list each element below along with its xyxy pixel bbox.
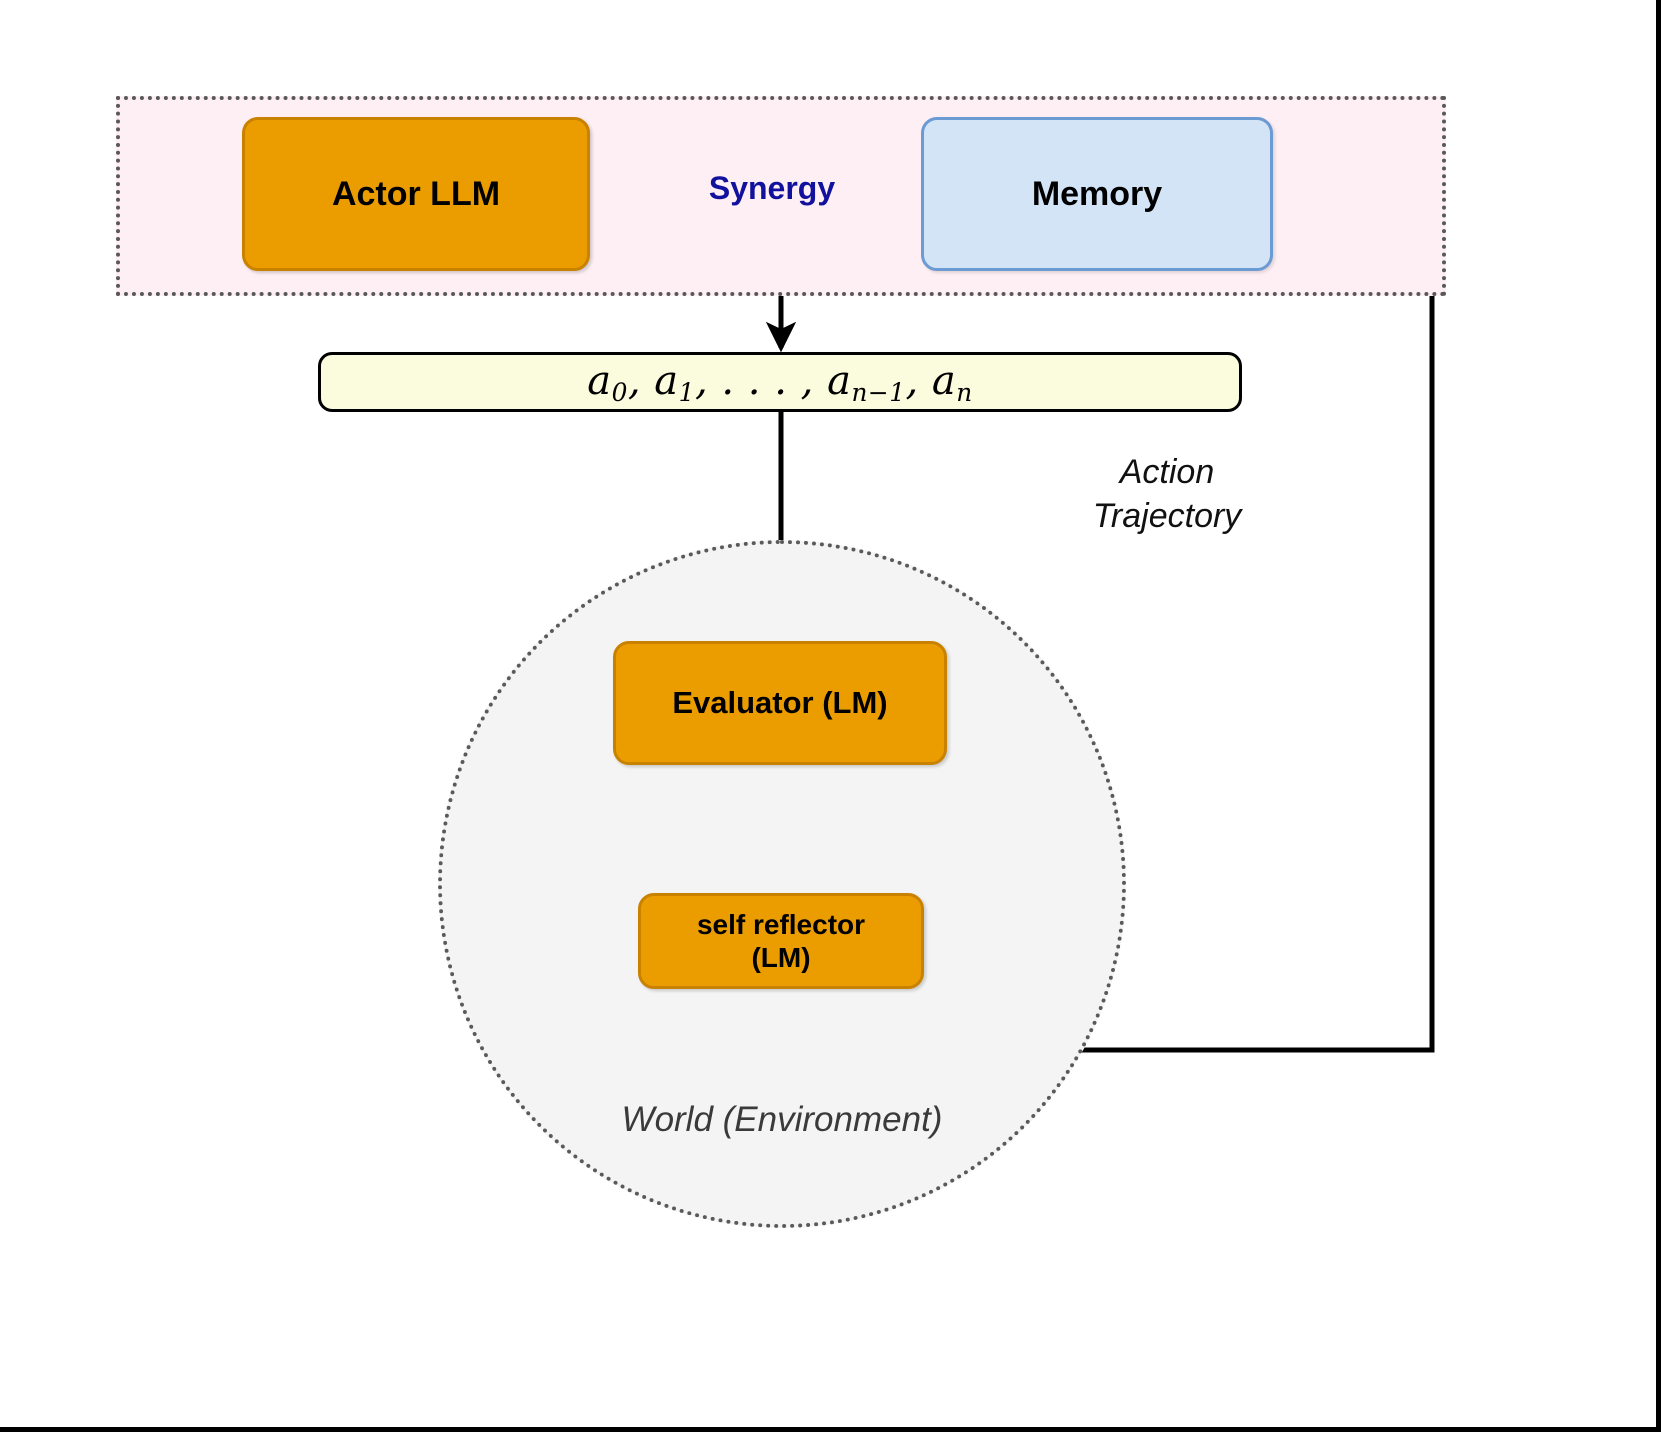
action-trajectory-box: a0, a1, . . . , an−1, an: [318, 352, 1242, 412]
sub-n: n: [956, 377, 973, 407]
formula-a1: a1: [654, 357, 695, 407]
sub-n-minus-1: n−1: [851, 377, 906, 407]
node-self-reflector-label: self reflector (LM): [689, 908, 873, 974]
action-trajectory-caption-line2: Trajectory: [1092, 497, 1242, 536]
node-actor-llm-label: Actor LLM: [331, 174, 501, 213]
action-trajectory-caption-line1: Action: [1119, 453, 1215, 491]
node-evaluator-label: Evaluator (LM): [672, 684, 888, 720]
action-trajectory-formula: a0, a1, . . . , an−1, an: [587, 358, 973, 407]
formula-a0: a0: [587, 357, 628, 407]
node-evaluator[interactable]: Evaluator (LM): [613, 641, 947, 765]
node-self-reflector-label-line1: self reflector: [696, 908, 866, 940]
formula-ellipsis: , . . . ,: [694, 357, 828, 404]
formula-sep2: ,: [905, 357, 932, 404]
formula-an-1: an−1: [827, 357, 906, 407]
node-self-reflector-label-line2: (LM): [751, 942, 811, 973]
formula-an: an: [931, 357, 973, 407]
node-memory[interactable]: Memory: [921, 117, 1273, 271]
action-trajectory-caption: Action Trajectory: [1052, 450, 1282, 538]
sub-1: 1: [678, 377, 695, 407]
node-actor-llm[interactable]: Actor LLM: [242, 117, 590, 271]
node-memory-label: Memory: [1031, 174, 1163, 213]
synergy-label: Synergy: [708, 170, 836, 206]
formula-sep1: ,: [627, 357, 655, 404]
sub-0: 0: [611, 377, 628, 407]
world-environment-label: World (Environment): [621, 1100, 943, 1139]
node-self-reflector[interactable]: self reflector (LM): [638, 893, 924, 989]
